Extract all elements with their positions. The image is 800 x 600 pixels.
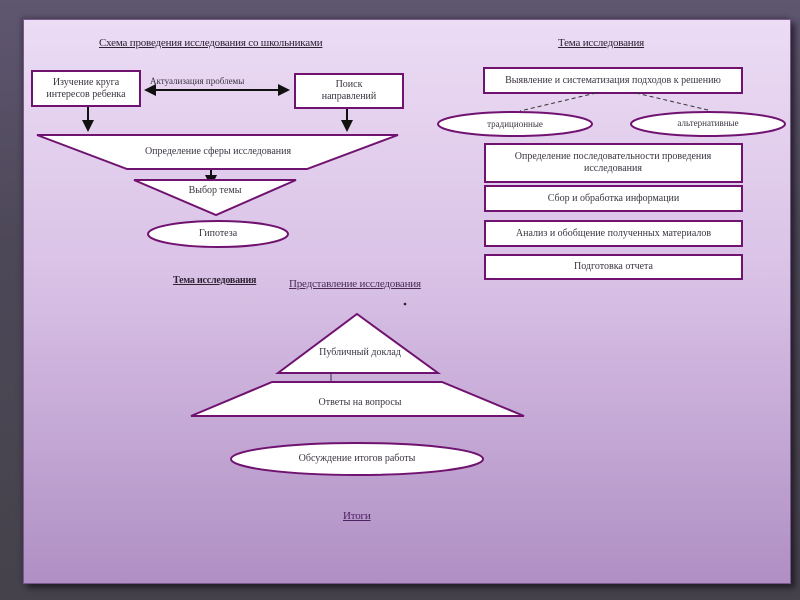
box-interests-label: Изучение круга интересов ребенка <box>46 76 126 100</box>
pyramid-base <box>190 381 525 417</box>
step-box-3 <box>484 220 743 247</box>
ellipse-hypothesis <box>147 220 289 248</box>
ellipse-discussion <box>230 442 484 476</box>
ellipse-discussion-label: Обсуждение итогов работы <box>298 453 416 464</box>
box-approaches <box>483 67 743 94</box>
funnel-top <box>36 134 399 170</box>
ellipse-traditional <box>437 111 593 137</box>
box-approaches-label: Выявление и систематизация подходов к ре… <box>505 74 721 86</box>
funnel-top-label: Определение сферы исследования <box>144 146 292 157</box>
bottom-title-right: Представление исследования <box>289 278 421 290</box>
ellipse-traditional-label: традиционные <box>487 119 543 129</box>
step-box-4 <box>484 254 743 280</box>
step-box-2 <box>484 185 743 212</box>
box-search <box>294 73 404 109</box>
step-box-1 <box>484 143 743 183</box>
arrow-label: Актуализация проблемы <box>150 76 245 86</box>
pyramid-base-label: Ответы на вопросы <box>318 397 402 408</box>
box-search-label: Поиск направлений <box>321 79 377 102</box>
pyramid-top <box>274 312 442 374</box>
pyramid-top-label: Публичный доклад <box>319 347 401 358</box>
funnel-bottom <box>133 179 297 217</box>
dashed-link-right <box>635 92 709 111</box>
dot-marker <box>403 302 407 306</box>
step-1-label: Определение последовательности проведени… <box>514 151 712 174</box>
step-2-label: Сбор и обработка информации <box>547 192 680 204</box>
bottom-title-left: Тема исследования <box>173 275 257 286</box>
slide <box>23 19 791 584</box>
ellipse-hypothesis-label: Гипотеза <box>198 228 238 239</box>
ellipse-alternative <box>630 111 786 137</box>
ellipse-alternative-label: альтернативные <box>677 118 739 128</box>
funnel-bottom-label: Выбор темы <box>188 185 242 196</box>
right-title: Тема исследования <box>558 37 645 49</box>
dashed-link-left <box>519 92 597 112</box>
box-interests <box>31 70 141 107</box>
left-title: Схема проведения исследования со школьни… <box>99 37 323 49</box>
footer-summary: Итоги <box>343 510 371 522</box>
step-3-label: Анализ и обобщение полученных материалов <box>515 227 712 239</box>
step-4-label: Подготовка отчета <box>574 261 653 272</box>
